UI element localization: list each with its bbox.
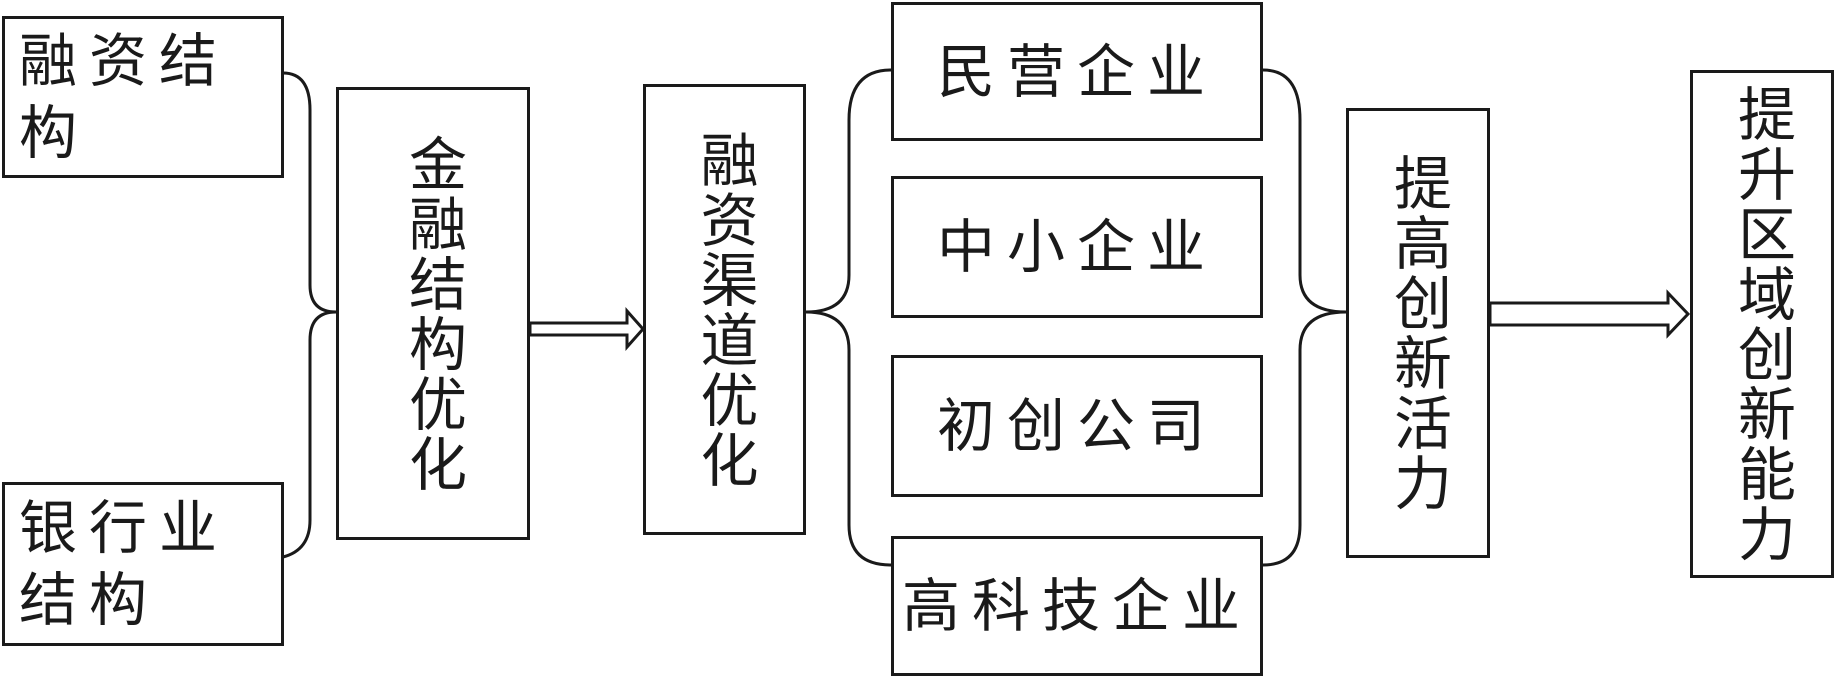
brace-enterprises-left	[805, 68, 892, 567]
arrow-stage1-to-stage2	[528, 307, 646, 351]
input-label: 银行业结构	[19, 494, 230, 634]
enterprise-box-private: 民营企业	[891, 2, 1263, 141]
enterprise-label: 民营企业	[936, 37, 1217, 106]
brace-enterprises-right	[1262, 68, 1347, 567]
enterprise-label: 初创公司	[936, 392, 1217, 460]
stage-box-financial-structure-optimization: 金融结构优化	[336, 87, 530, 540]
input-box-banking-structure: 银行业结构	[2, 482, 284, 646]
enterprise-label: 中小企业	[936, 213, 1217, 281]
enterprise-box-startup: 初创公司	[891, 355, 1263, 497]
input-box-financing-structure: 融资结构	[2, 16, 284, 178]
outcome-label: 提升区域创新能力	[1728, 84, 1796, 564]
stage-label: 金融结构优化	[399, 133, 467, 494]
outcome-box-regional-innovation: 提升区域创新能力	[1690, 70, 1834, 578]
enterprise-label: 高科技企业	[901, 572, 1252, 640]
stage-label: 提高创新活力	[1384, 153, 1452, 513]
stage-label: 融资渠道优化	[690, 129, 759, 490]
enterprise-box-sme: 中小企业	[891, 176, 1263, 318]
brace-inputs	[282, 71, 337, 559]
input-label: 融资结构	[19, 27, 230, 167]
stage-box-innovation-vitality: 提高创新活力	[1346, 108, 1490, 558]
arrow-stage3-to-outcome	[1488, 289, 1691, 339]
stage-box-financing-channel-optimization: 融资渠道优化	[643, 84, 806, 535]
enterprise-box-hightech: 高科技企业	[891, 536, 1263, 676]
